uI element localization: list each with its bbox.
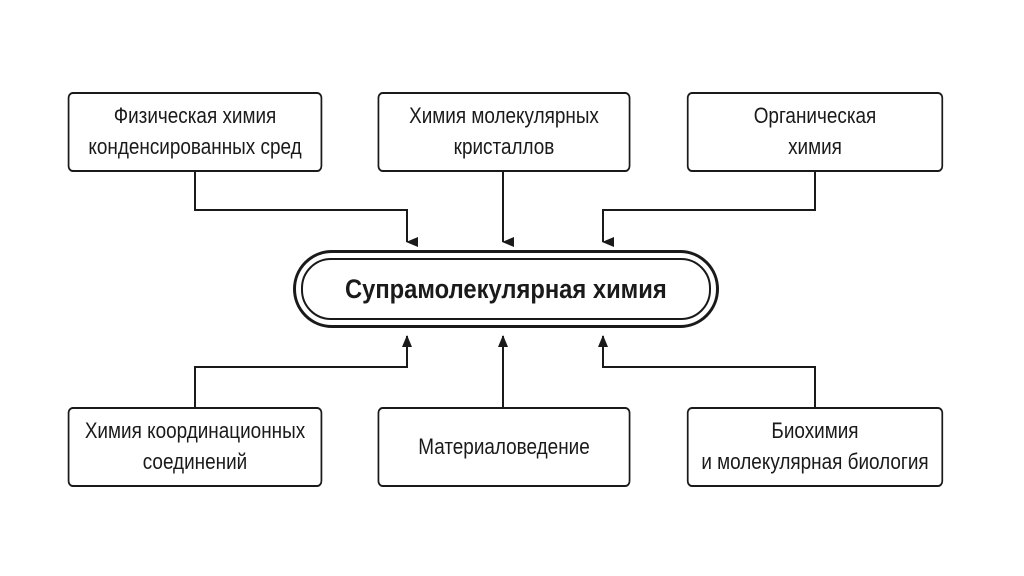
box-coordination-compounds: Химия координационных соединений <box>67 407 323 487</box>
box-physical-chemistry-label: Физическая химия конденсированных сред <box>88 103 302 159</box>
box-biochemistry: Биохимия и молекулярная биология <box>686 407 944 487</box>
arrow-top-left <box>194 172 418 247</box>
box-biochemistry-label: Биохимия и молекулярная биология <box>701 418 929 474</box>
box-coordination-compounds-label: Химия координационных соединений <box>84 418 306 474</box>
box-materials-science-label: Материаловедение <box>418 433 590 459</box>
box-organic-chemistry: Органическая химия <box>686 92 944 172</box>
box-physical-chemistry: Физическая химия конденсированных сред <box>67 92 323 172</box>
box-molecular-crystals: Химия молекулярных кристаллов <box>377 92 631 172</box>
box-molecular-crystals-label: Химия молекулярных кристаллов <box>409 103 599 159</box>
center-node: Супрамолекулярная химия <box>293 250 719 328</box>
box-organic-chemistry-label: Органическая химия <box>753 103 877 159</box>
arrow-bottom-left <box>194 335 412 407</box>
arrow-bottom-right <box>598 335 816 407</box>
center-node-inner-border: Супрамолекулярная химия <box>301 258 711 320</box>
arrow-top-right <box>602 172 816 247</box>
box-materials-science: Материаловедение <box>377 407 631 487</box>
center-node-title: Супрамолекулярная химия <box>345 273 667 304</box>
